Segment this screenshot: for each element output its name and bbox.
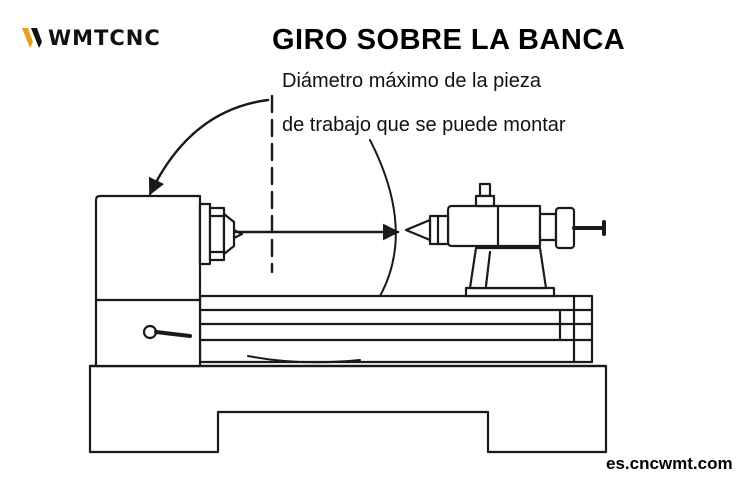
caption-line-2: de trabajo que se puede montar [282, 114, 566, 136]
tailstock-handwheel-hub [538, 212, 558, 242]
spindle-flange [198, 202, 212, 266]
lathe-bed [198, 294, 594, 364]
tailstock-live-center [404, 218, 432, 242]
lathe-base [88, 364, 608, 454]
caption-line-1: Diámetro máximo de la pieza [282, 70, 541, 92]
tailstock-handwheel [554, 206, 576, 250]
brand-logo: WMTCNC [22, 26, 161, 50]
logo-text: WMTCNC [48, 26, 161, 50]
tailstock-base [464, 286, 556, 298]
swing-diameter-arc [369, 139, 397, 297]
curved-arrow [148, 98, 270, 196]
logo-w-mark-icon [22, 28, 42, 48]
watermark-url: es.cncwmt.com [606, 454, 733, 473]
headstock [94, 194, 202, 368]
tailstock-body [446, 204, 542, 248]
page-title: GIRO SOBRE LA BANCA [272, 24, 626, 56]
tailstock-stand [468, 246, 548, 290]
chuck-jaws [222, 212, 236, 256]
